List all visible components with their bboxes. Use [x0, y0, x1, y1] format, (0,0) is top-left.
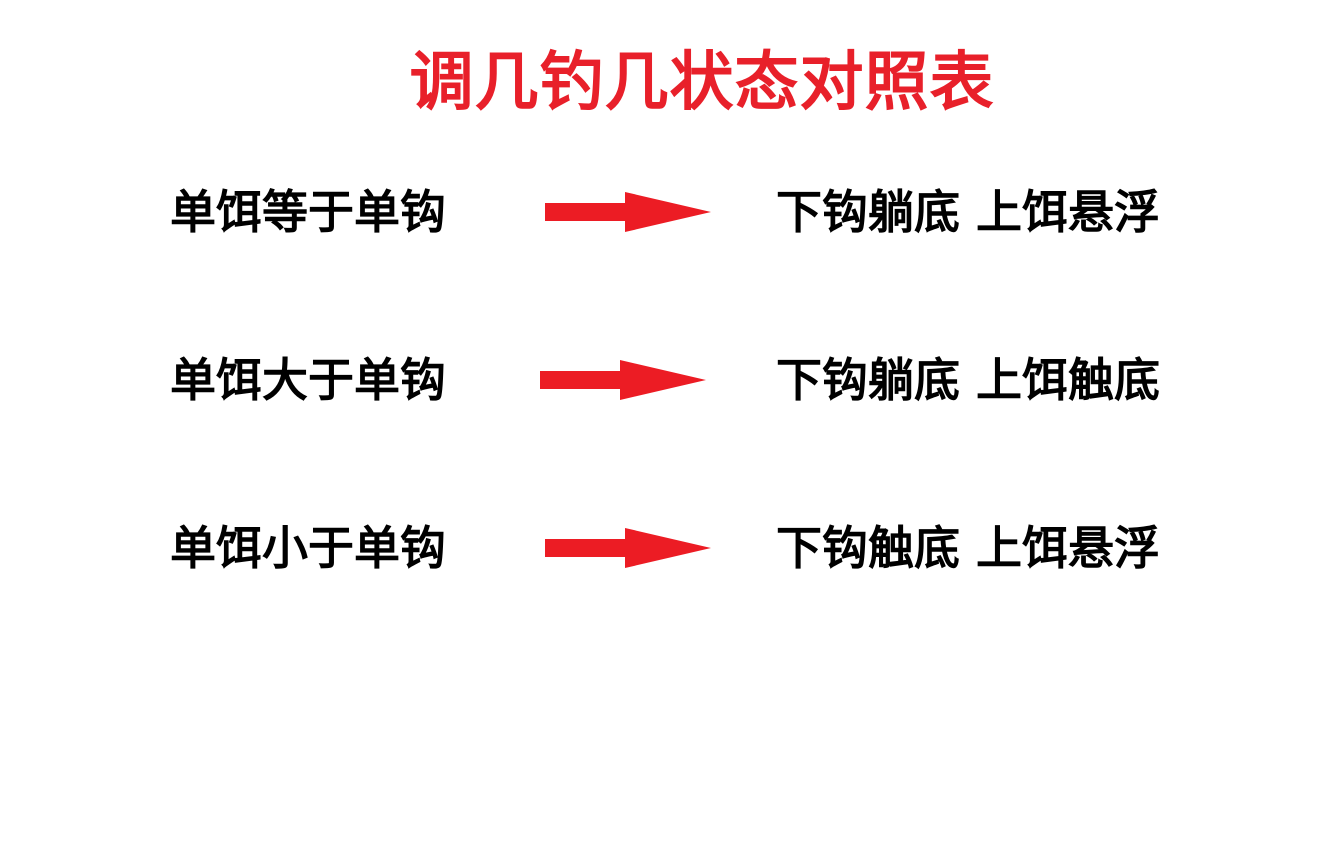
result-text: 下钩躺底 上饵触底 — [776, 353, 1161, 407]
mapping-row-3: 单饵小于单钩 下钩触底 上饵悬浮 — [0, 508, 1344, 588]
condition-text: 单饵大于单钩 — [170, 353, 446, 407]
mapping-row-2: 单饵大于单钩 下钩躺底 上饵触底 — [0, 340, 1344, 420]
condition-text: 单饵等于单钩 — [170, 185, 446, 239]
right-arrow-icon — [545, 528, 711, 568]
result-text: 下钩躺底 上饵悬浮 — [776, 185, 1161, 239]
right-arrow-icon — [545, 192, 711, 232]
right-arrow-icon — [540, 360, 706, 400]
mapping-row-1: 单饵等于单钩 下钩躺底 上饵悬浮 — [0, 172, 1344, 252]
condition-text: 单饵小于单钩 — [170, 521, 446, 575]
page-title: 调几钓几状态对照表 — [409, 46, 995, 120]
result-text: 下钩触底 上饵悬浮 — [776, 521, 1161, 575]
